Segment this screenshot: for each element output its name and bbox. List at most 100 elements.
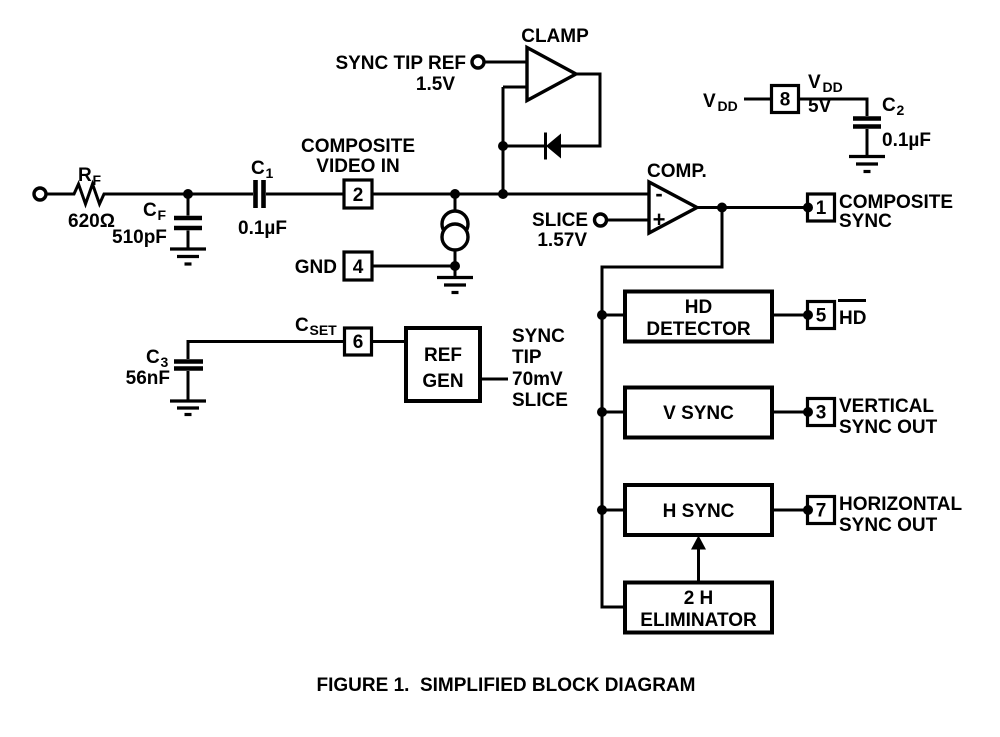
hd-detector-label-line1: HD bbox=[685, 297, 712, 318]
slice-label: SLICE bbox=[532, 210, 588, 231]
rf-ref-label: R bbox=[78, 165, 92, 186]
v-sync-label: V SYNC bbox=[663, 403, 734, 424]
c2-ref-label: C bbox=[882, 95, 896, 116]
cset-label: C bbox=[295, 315, 309, 336]
pin-1-composite-sync: 1 COMPOSITE SYNC bbox=[803, 192, 953, 232]
sync-tip-ref-terminal bbox=[470, 54, 486, 70]
pin7-label-line2: SYNC OUT bbox=[839, 515, 938, 536]
vdd-rail-voltage: 5V bbox=[808, 96, 832, 117]
v-sync-section: V SYNC 3 VERTICAL SYNC OUT bbox=[602, 385, 938, 440]
junction-dot bbox=[803, 310, 813, 320]
sync-tip-ref-value: 1.5V bbox=[416, 74, 455, 95]
c3-ref-subscript: 3 bbox=[161, 354, 169, 370]
pin3-label-line1: VERTICAL bbox=[839, 396, 934, 417]
current-source-circle bbox=[440, 222, 470, 252]
h-sync-block bbox=[623, 483, 774, 537]
eliminator-section: 2 H ELIMINATOR bbox=[623, 535, 774, 635]
pin5-box bbox=[805, 299, 837, 331]
ground-symbol bbox=[170, 399, 206, 417]
resistor-rf-symbol bbox=[66, 179, 112, 209]
comparator-title: COMP. bbox=[647, 161, 707, 182]
ref-gen-output-line2: TIP bbox=[512, 347, 542, 368]
pin8-box bbox=[769, 83, 801, 115]
pin7-label-line1: HORIZONTAL bbox=[839, 494, 963, 515]
rf-ref-subscript: F bbox=[93, 172, 102, 188]
arrow-up-icon bbox=[691, 535, 706, 550]
c1-value-label: 0.1µF bbox=[238, 218, 287, 239]
pin4-number: 4 bbox=[353, 257, 364, 278]
diode-triangle bbox=[546, 133, 561, 159]
ground-symbol bbox=[170, 247, 206, 266]
hd-detector-section: HD DETECTOR 5 HD bbox=[602, 289, 866, 344]
video-input-terminal bbox=[32, 186, 48, 202]
h-sync-label: H SYNC bbox=[663, 501, 735, 522]
wire bbox=[798, 97, 869, 116]
pin-4-gnd: GND 4 bbox=[295, 250, 455, 282]
h-sync-section: H SYNC 7 HORIZONTAL SYNC OUT bbox=[602, 483, 963, 537]
wire bbox=[561, 72, 602, 148]
c1-ref-label: C bbox=[251, 158, 265, 179]
ground-symbol bbox=[849, 154, 885, 174]
c2-ref-subscript: 2 bbox=[897, 102, 905, 118]
cset-label-subscript: SET bbox=[310, 322, 338, 338]
ground-symbol bbox=[437, 275, 473, 295]
pin5-number: 5 bbox=[816, 306, 827, 327]
hd-detector-block bbox=[623, 289, 774, 344]
vdd-rail-label-subscript: DD bbox=[823, 79, 843, 95]
clamp-diode bbox=[544, 132, 561, 160]
input-network: R F 620Ω C F 510pF C 1 0.1µF bbox=[32, 158, 344, 266]
pin2-label-line2: VIDEO IN bbox=[316, 156, 399, 177]
slice-terminal bbox=[592, 212, 609, 228]
comparator-minus-sign: - bbox=[655, 181, 662, 206]
junction-dot bbox=[803, 202, 813, 213]
ref-gen-output-line1: SYNC bbox=[512, 326, 565, 347]
pin2-box bbox=[342, 178, 374, 210]
ref-gen-output-line4: SLICE bbox=[512, 390, 568, 411]
c3-ref-label: C bbox=[146, 347, 160, 368]
junction-dot bbox=[803, 505, 813, 515]
pin1-label-line2: SYNC bbox=[839, 211, 892, 232]
ref-gen-label-line1: REF bbox=[424, 345, 462, 366]
wire bbox=[186, 340, 345, 359]
hd-detector-label-line2: DETECTOR bbox=[646, 319, 750, 340]
comparator-triangle bbox=[647, 179, 701, 236]
pin3-label-line2: SYNC OUT bbox=[839, 417, 938, 438]
ref-gen-block bbox=[404, 326, 482, 403]
pin8-number: 8 bbox=[780, 90, 791, 111]
cf-value-label: 510pF bbox=[112, 227, 167, 248]
vdd-pin-label: V bbox=[703, 91, 716, 112]
figure-caption: FIGURE 1. SIMPLIFIED BLOCK DIAGRAM bbox=[317, 675, 696, 696]
ref-gen-output-line3: 70mV bbox=[512, 369, 563, 390]
vdd-rail-label: V bbox=[808, 72, 821, 93]
cf-ref-subscript: F bbox=[158, 207, 167, 223]
bias-current-source bbox=[437, 194, 473, 295]
pin1-number: 1 bbox=[816, 198, 827, 219]
eliminator-label-line1: 2 H bbox=[684, 588, 714, 609]
pin2-label-line1: COMPOSITE bbox=[301, 136, 415, 157]
slice-value: 1.57V bbox=[537, 230, 587, 251]
vdd-supply-section: V DD 8 V DD 5V C 2 0.1µF bbox=[703, 72, 931, 174]
eliminator-label-line2: ELIMINATOR bbox=[640, 610, 757, 631]
pin3-number: 3 bbox=[816, 403, 827, 424]
pin7-number: 7 bbox=[816, 501, 827, 522]
c2-value-label: 0.1µF bbox=[882, 130, 931, 151]
pin-2-composite-video-in: COMPOSITE VIDEO IN 2 bbox=[301, 136, 415, 210]
pin2-number: 2 bbox=[353, 185, 364, 206]
vdd-pin-label-subscript: DD bbox=[718, 98, 738, 114]
cf-ref-label: C bbox=[143, 200, 157, 221]
ref-gen-section: C 3 56nF C SET 6 REF GEN SYNC TIP 70mV S… bbox=[126, 315, 568, 417]
clamp-amp-triangle bbox=[525, 44, 580, 104]
pin6-number: 6 bbox=[353, 332, 364, 353]
comparator: COMP. - + SLICE 1.57V bbox=[532, 161, 808, 251]
c1-ref-subscript: 1 bbox=[266, 165, 274, 181]
clamp-title: CLAMP bbox=[521, 26, 589, 47]
c3-value-label: 56nF bbox=[126, 368, 170, 389]
ref-gen-label-line2: GEN bbox=[422, 371, 463, 392]
rf-value-label: 620Ω bbox=[68, 211, 115, 232]
pin1-label-line1: COMPOSITE bbox=[839, 192, 953, 213]
sync-bus-wire bbox=[600, 207, 724, 609]
clamp-amplifier: CLAMP SYNC TIP REF 1.5V bbox=[335, 26, 602, 194]
sync-tip-ref-label: SYNC TIP REF bbox=[335, 53, 466, 74]
